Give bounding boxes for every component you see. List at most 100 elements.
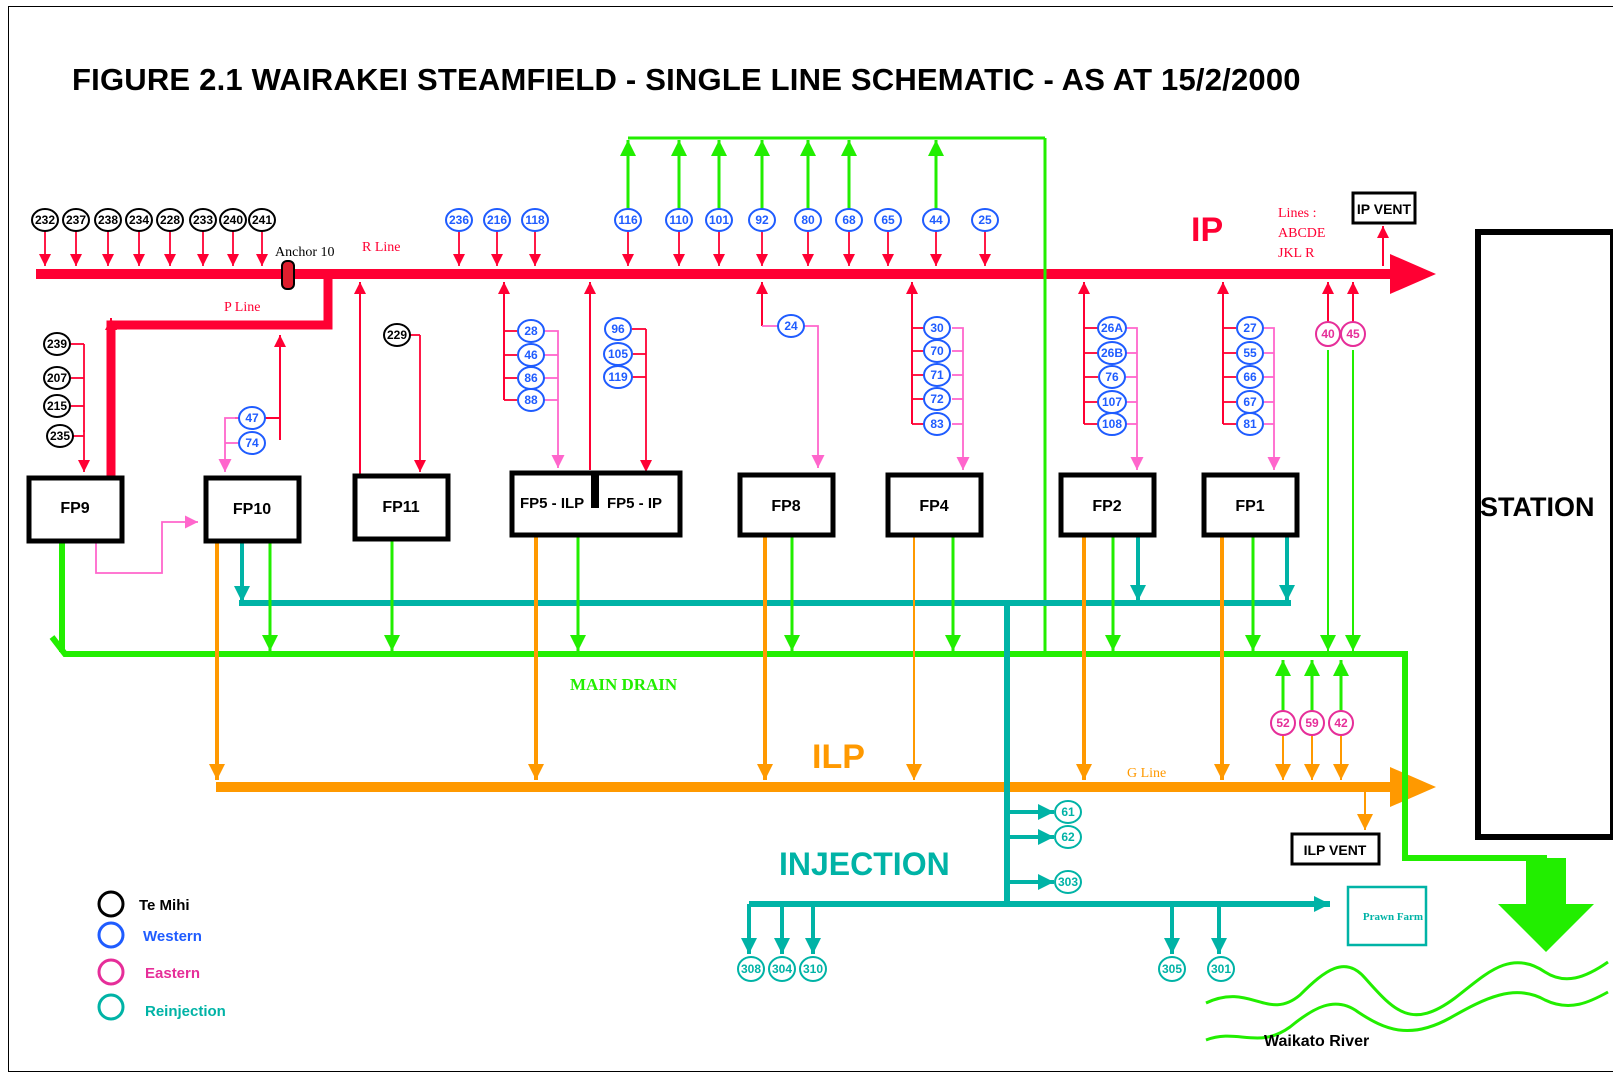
well-101[interactable]: 101 (705, 208, 733, 232)
well-44[interactable]: 44 (922, 208, 950, 232)
well-72[interactable]: 72 (923, 387, 951, 411)
well-66[interactable]: 66 (1236, 365, 1264, 389)
well-303[interactable]: 303 (1054, 870, 1082, 894)
well-71[interactable]: 71 (923, 363, 951, 387)
fp5-plant[interactable]: FP5 - ILP FP5 - IP (509, 470, 683, 538)
well-301[interactable]: 301 (1207, 956, 1235, 982)
svg-text:215: 215 (47, 399, 67, 413)
well-52[interactable]: 52 (1270, 710, 1296, 736)
well-30[interactable]: 30 (923, 316, 951, 340)
well-233[interactable]: 233 (189, 208, 217, 232)
svg-text:52: 52 (1276, 716, 1290, 730)
svg-text:59: 59 (1305, 716, 1319, 730)
well-62[interactable]: 62 (1054, 825, 1082, 849)
legend: Te Mihi Western Eastern Reinjection (97, 890, 226, 1021)
ip-steam-main (36, 254, 1436, 294)
well-238[interactable]: 238 (94, 208, 122, 232)
well-96[interactable]: 96 (604, 317, 632, 341)
well-81[interactable]: 81 (1236, 412, 1264, 436)
well-310[interactable]: 310 (799, 956, 827, 982)
well-229[interactable]: 229 (383, 323, 411, 347)
well-25[interactable]: 25 (971, 208, 999, 232)
well-239[interactable]: 239 (43, 332, 71, 356)
fp5-ilp-label: FP5 - ILP (520, 495, 584, 512)
well-228[interactable]: 228 (156, 208, 184, 232)
well-83[interactable]: 83 (923, 412, 951, 436)
well-68[interactable]: 68 (835, 208, 863, 232)
well-47[interactable]: 47 (238, 406, 266, 430)
well-40[interactable]: 40 (1315, 321, 1341, 347)
svg-text:235: 235 (50, 429, 70, 443)
svg-text:118: 118 (525, 213, 545, 227)
well-235[interactable]: 235 (46, 424, 74, 448)
well-61[interactable]: 61 (1054, 800, 1082, 824)
well-42[interactable]: 42 (1328, 710, 1354, 736)
fp8-plant[interactable]: FP8 (737, 472, 836, 538)
well-86[interactable]: 86 (517, 366, 545, 390)
well-215[interactable]: 215 (43, 394, 71, 418)
legend-label-reinjection: Reinjection (145, 1003, 226, 1020)
svg-text:65: 65 (881, 213, 895, 227)
well-119[interactable]: 119 (603, 365, 633, 389)
fp4-plant[interactable]: FP4 (885, 472, 984, 538)
well-207[interactable]: 207 (43, 366, 71, 390)
well-92[interactable]: 92 (748, 208, 776, 232)
svg-text:88: 88 (524, 393, 538, 407)
fp11-plant[interactable]: FP11 (352, 473, 451, 542)
figure-title: FIGURE 2.1 WAIRAKEI STEAMFIELD - SINGLE … (72, 62, 1301, 97)
drain-outlets (59, 350, 1361, 712)
well-234[interactable]: 234 (125, 208, 153, 232)
waikato-river (1205, 960, 1609, 1042)
well-76[interactable]: 76 (1098, 365, 1126, 389)
well-107[interactable]: 107 (1097, 390, 1127, 414)
reinjection-branches (741, 804, 1227, 954)
well-27[interactable]: 27 (1236, 316, 1264, 340)
well-59[interactable]: 59 (1299, 710, 1325, 736)
svg-text:234: 234 (129, 213, 149, 227)
well-26a[interactable]: 26A (1097, 316, 1127, 340)
station-building[interactable]: STATION (1475, 229, 1613, 840)
well-237[interactable]: 237 (62, 208, 90, 232)
well-232[interactable]: 232 (31, 208, 59, 232)
well-45[interactable]: 45 (1340, 321, 1366, 347)
well-241[interactable]: 241 (248, 208, 276, 232)
well-304[interactable]: 304 (768, 956, 796, 982)
well-108[interactable]: 108 (1097, 412, 1127, 436)
well-80[interactable]: 80 (794, 208, 822, 232)
well-110[interactable]: 110 (665, 208, 693, 232)
well-105[interactable]: 105 (603, 342, 633, 366)
well-240[interactable]: 240 (219, 208, 247, 232)
r-line-label: R Line (362, 240, 401, 255)
well-216[interactable]: 216 (483, 208, 511, 232)
svg-text:25: 25 (978, 213, 992, 227)
well-26b[interactable]: 26B (1097, 341, 1127, 365)
fp9-plant[interactable]: FP9 (26, 475, 125, 544)
svg-text:24: 24 (784, 319, 798, 333)
well-65[interactable]: 65 (874, 208, 902, 232)
well-46[interactable]: 46 (517, 343, 545, 367)
svg-text:42: 42 (1334, 716, 1348, 730)
well-74[interactable]: 74 (238, 431, 266, 455)
well-118[interactable]: 118 (521, 208, 549, 232)
well-67[interactable]: 67 (1236, 390, 1264, 414)
prawn-farm[interactable]: Prawn Farm (1346, 885, 1428, 947)
svg-text:28: 28 (524, 324, 538, 338)
fp10-plant[interactable]: FP10 (203, 475, 302, 544)
well-305[interactable]: 305 (1158, 956, 1186, 982)
well-236[interactable]: 236 (445, 208, 473, 232)
well-24[interactable]: 24 (777, 314, 805, 338)
well-88[interactable]: 88 (517, 388, 545, 412)
well-70[interactable]: 70 (923, 339, 951, 363)
svg-text:232: 232 (35, 213, 55, 227)
well-55[interactable]: 55 (1236, 341, 1264, 365)
svg-text:238: 238 (98, 213, 118, 227)
well-28[interactable]: 28 (517, 319, 545, 343)
fp2-plant[interactable]: FP2 (1058, 472, 1157, 538)
well-116[interactable]: 116 (614, 208, 642, 232)
svg-text:110: 110 (669, 213, 689, 227)
well-308[interactable]: 308 (737, 956, 765, 982)
fp1-plant[interactable]: FP1 (1201, 472, 1300, 538)
ip-vent[interactable]: IP VENT (1351, 191, 1417, 225)
ilp-vent[interactable]: ILP VENT (1290, 832, 1381, 866)
legend-label-te-mihi: Te Mihi (139, 897, 190, 914)
